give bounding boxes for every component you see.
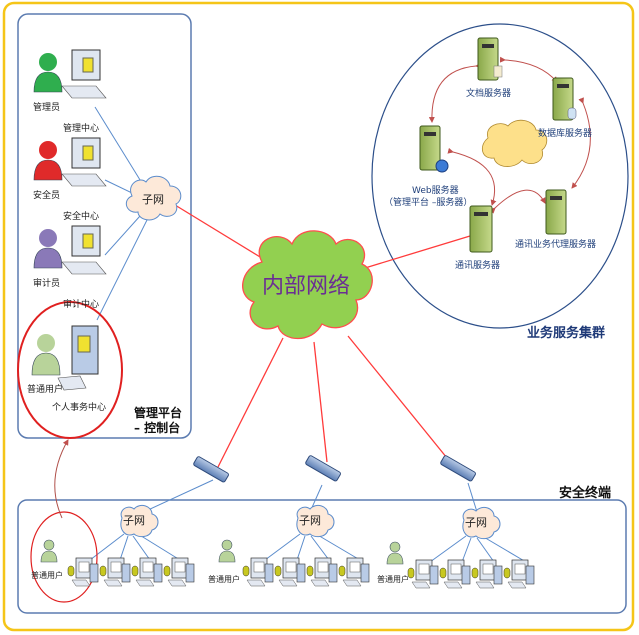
security-role-label: 安全员 xyxy=(33,191,61,201)
link-core-to-comm-server xyxy=(364,235,471,269)
escalation-arrow xyxy=(54,439,69,519)
terminal-subnet-label-3: 子网 xyxy=(465,516,487,529)
terminal-subnet-clouds xyxy=(120,504,501,540)
server-links xyxy=(428,56,591,214)
auditor-laptop-icon xyxy=(61,225,107,275)
terminal-user-label-1: 普通用户 xyxy=(31,571,63,580)
admin-role-label: 管理员 xyxy=(33,103,61,113)
terminal-subnet-label-1: 子网 xyxy=(123,514,145,527)
cluster-cloud xyxy=(481,119,548,167)
terminal-pc-icon xyxy=(338,557,370,587)
management-panel xyxy=(17,13,192,439)
terminal-devices xyxy=(40,539,535,589)
comm-server-label: 通讯服务器 xyxy=(455,261,501,271)
auditor-person-icon xyxy=(33,229,63,269)
terminal-pc-icon xyxy=(163,557,195,587)
highlight-ring-personal-center xyxy=(17,301,123,439)
terminals-title: 安全终端 xyxy=(559,486,612,501)
user-center-label: 个人事务中心 xyxy=(52,403,107,413)
web-server-icon xyxy=(419,125,449,173)
web-server-label: Web服务器 xyxy=(412,186,459,196)
security-center-label: 安全中心 xyxy=(63,212,100,222)
highlight-ring-terminal-user xyxy=(30,511,98,603)
mgmt-subnet-label: 子网 xyxy=(142,193,164,206)
terminal-pc-icon xyxy=(242,557,274,587)
link-mgmt-to-core xyxy=(174,204,266,261)
switches xyxy=(193,455,476,483)
terminal-pc-icon xyxy=(67,557,99,587)
terminal-user-icon xyxy=(218,539,236,563)
terminal-user-icon xyxy=(386,541,404,565)
link-core-to-switch-2 xyxy=(313,341,328,463)
auditor-role-label: 审计员 xyxy=(33,279,61,289)
comm-proxy-server-label: 通讯业务代理服务器 xyxy=(515,240,597,250)
admin-person-icon xyxy=(33,53,63,93)
terminal-lan-links xyxy=(89,479,527,563)
terminal-pc-icon xyxy=(503,559,535,589)
terminal-pc-icon xyxy=(131,557,163,587)
switch-3-icon xyxy=(440,455,476,482)
document-server-label: 文档服务器 xyxy=(466,89,512,99)
terminal-user-label-2: 普通用户 xyxy=(208,575,240,584)
wan-links xyxy=(174,204,471,468)
admin-laptop-icon xyxy=(61,49,107,99)
terminal-user-label-3: 普通用户 xyxy=(377,575,409,584)
security-laptop-icon xyxy=(61,137,107,187)
mgmt-stations xyxy=(31,49,107,391)
terminal-pc-icon xyxy=(274,557,306,587)
terminal-pc-icon xyxy=(439,559,471,589)
mgmt-panel-title-2: – 控制台 xyxy=(134,421,181,435)
server-cluster-boundary xyxy=(371,23,629,329)
terminal-pc-icon xyxy=(306,557,338,587)
user-desktop-icon xyxy=(57,325,99,391)
database-server-icon xyxy=(552,77,577,121)
terminal-subnet-label-2: 子网 xyxy=(299,514,321,527)
security-person-icon xyxy=(33,141,63,181)
document-server-icon xyxy=(477,37,503,81)
servers xyxy=(419,37,577,253)
core-network-cloud xyxy=(242,230,373,339)
mgmt-panel-title-1: 管理平台 xyxy=(134,406,183,420)
mgmt-lan-links xyxy=(94,106,149,321)
core-network-label: 内部网络 xyxy=(262,274,351,299)
switch-1-icon xyxy=(193,456,229,483)
comm-proxy-server-icon xyxy=(545,189,567,235)
user-person-icon xyxy=(31,334,61,376)
terminal-user-icon xyxy=(40,539,58,563)
comm-server-icon xyxy=(469,205,493,253)
admin-center-label: 管理中心 xyxy=(63,124,100,134)
terminal-pc-icon xyxy=(407,559,439,589)
server-cluster-title: 业务服务集群 xyxy=(527,326,606,341)
switch-2-icon xyxy=(305,455,341,482)
terminal-pc-icon xyxy=(471,559,503,589)
mgmt-subnet-cloud xyxy=(125,175,182,221)
link-core-to-switch-1 xyxy=(217,337,284,468)
user-role-label: 普通用户 xyxy=(27,385,64,395)
terminal-pc-icon xyxy=(99,557,131,587)
link-core-to-switch-3 xyxy=(347,335,448,459)
web-server-sublabel: （管理平台 –服务器） xyxy=(384,198,473,208)
database-server-label: 数据库服务器 xyxy=(538,129,593,139)
auditor-center-label: 审计中心 xyxy=(63,300,100,310)
